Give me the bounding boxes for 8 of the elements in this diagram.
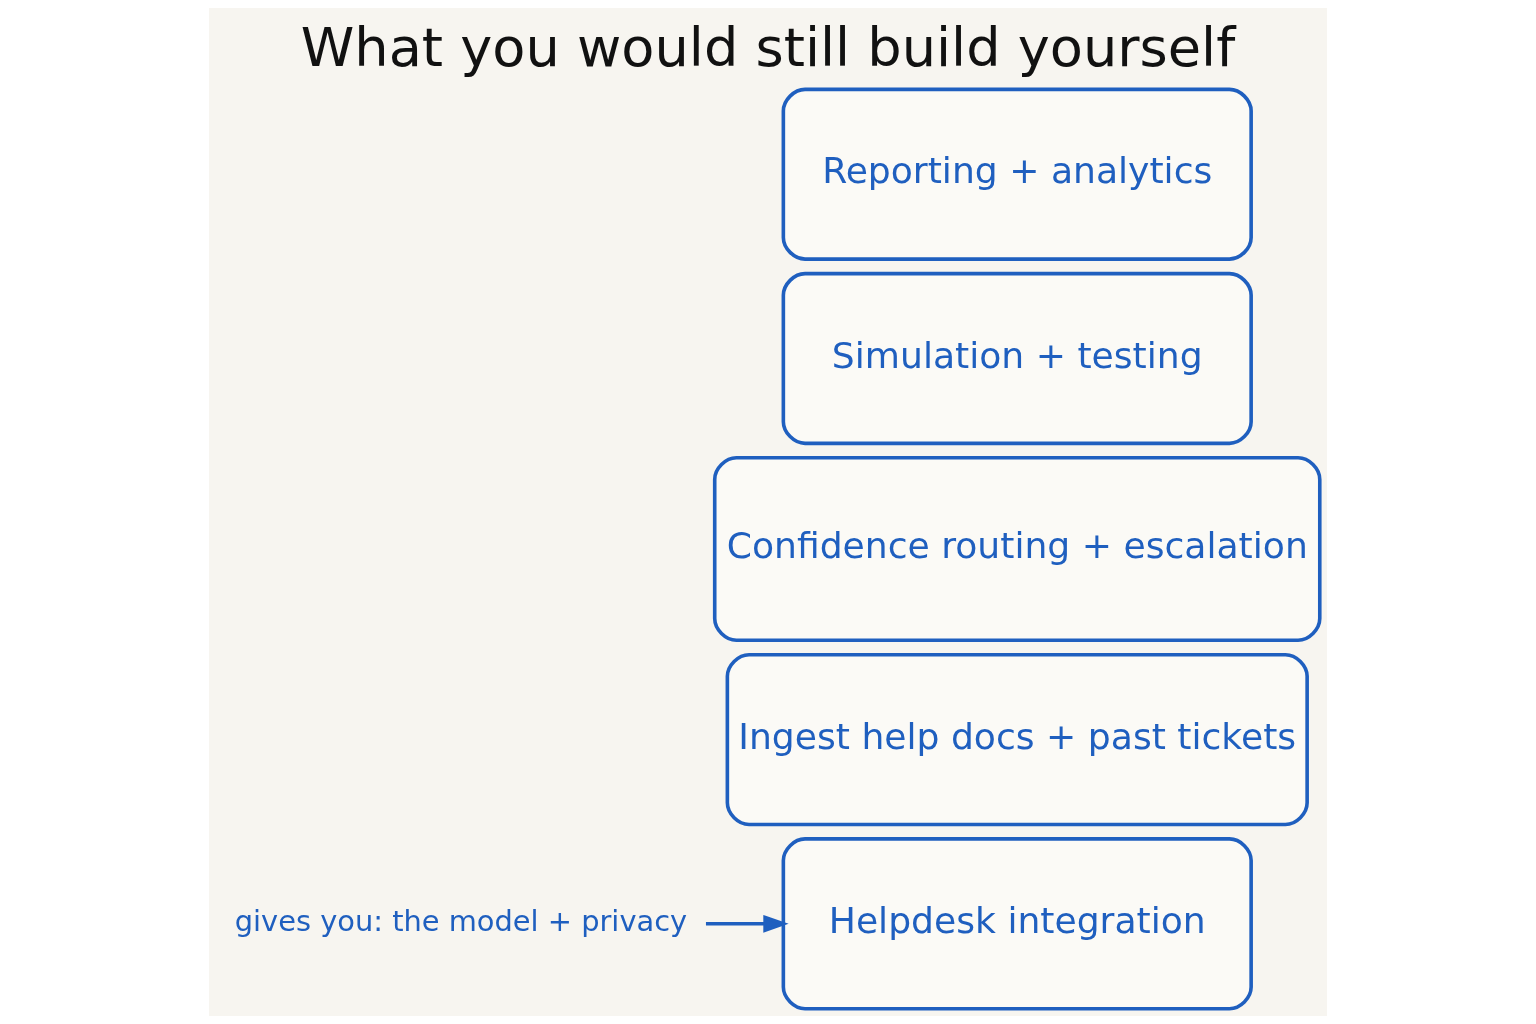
node-box: Ingest help docs + past tickets	[725, 652, 1309, 827]
diagram-title: What you would still build yourself	[300, 15, 1236, 79]
node-box: Simulation + testing	[781, 271, 1253, 446]
node-box: Helpdesk integration	[781, 837, 1253, 1011]
arrow	[705, 914, 789, 933]
node-box: Reporting + analytics	[781, 87, 1253, 261]
node-box: Confidence routing + escalation	[712, 456, 1322, 643]
node-text: gives you: the model + privacy	[234, 903, 688, 938]
